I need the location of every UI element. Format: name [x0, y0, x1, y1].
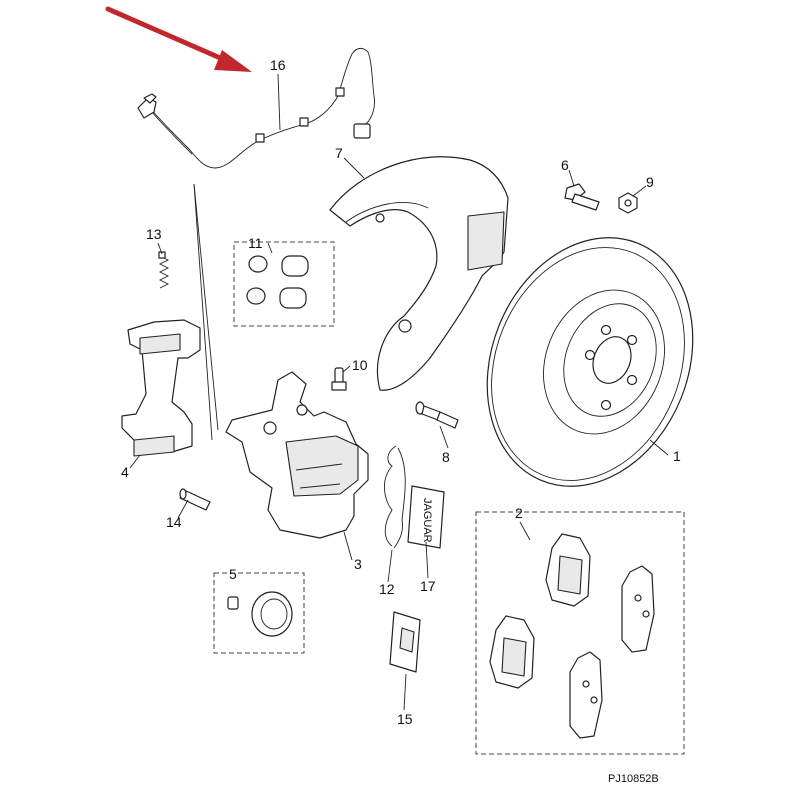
callout-15: 15 — [397, 711, 413, 727]
callout-10: 10 — [352, 357, 368, 373]
callout-12: 12 — [379, 581, 395, 597]
part-12-anti-rattle-clip — [384, 445, 406, 549]
callout-16: 16 — [270, 57, 286, 73]
callout-3: 3 — [354, 556, 362, 572]
guide-lines — [193, 183, 219, 441]
part-7-splash-shield — [329, 156, 509, 391]
part-16-abs-sensor-harness — [137, 47, 375, 169]
part-6-bolt — [564, 183, 600, 211]
part-15-shim — [389, 611, 421, 673]
callout-1: 1 — [673, 448, 681, 464]
leader-lines — [129, 73, 669, 711]
callout-4: 4 — [121, 464, 129, 480]
part-14-guide-pin — [179, 488, 211, 511]
callout-6: 6 — [561, 157, 569, 173]
callouts: 16 7 6 9 13 11 10 1 8 4 2 14 3 5 12 17 1… — [121, 57, 681, 727]
callout-13: 13 — [146, 226, 162, 242]
part-3-caliper-housing — [225, 371, 369, 539]
part-17-brake-pad: JAGUAR — [407, 485, 445, 549]
part-13-spring — [158, 251, 170, 289]
callout-11: 11 — [248, 235, 263, 251]
callout-7: 7 — [335, 145, 343, 161]
part-10-bleed-screw — [331, 367, 347, 391]
part-2-pad-kit — [475, 511, 685, 755]
part-11-bush-kit — [233, 241, 335, 327]
part-4-caliper-carrier — [121, 319, 201, 457]
callout-8: 8 — [442, 449, 450, 465]
part-8-slide-pin — [415, 401, 459, 429]
pad-stamp: JAGUAR — [421, 498, 433, 543]
callout-5: 5 — [229, 566, 237, 582]
part-5-seal-kit — [213, 572, 305, 654]
callout-2: 2 — [515, 505, 523, 521]
callout-9: 9 — [646, 174, 654, 190]
callout-14: 14 — [166, 514, 182, 530]
part-1-brake-disc — [486, 237, 694, 487]
pointer-arrow — [105, 6, 252, 72]
callout-17: 17 — [420, 578, 436, 594]
part-9-nut — [618, 192, 638, 214]
reference-code: PJ10852B — [608, 773, 659, 785]
